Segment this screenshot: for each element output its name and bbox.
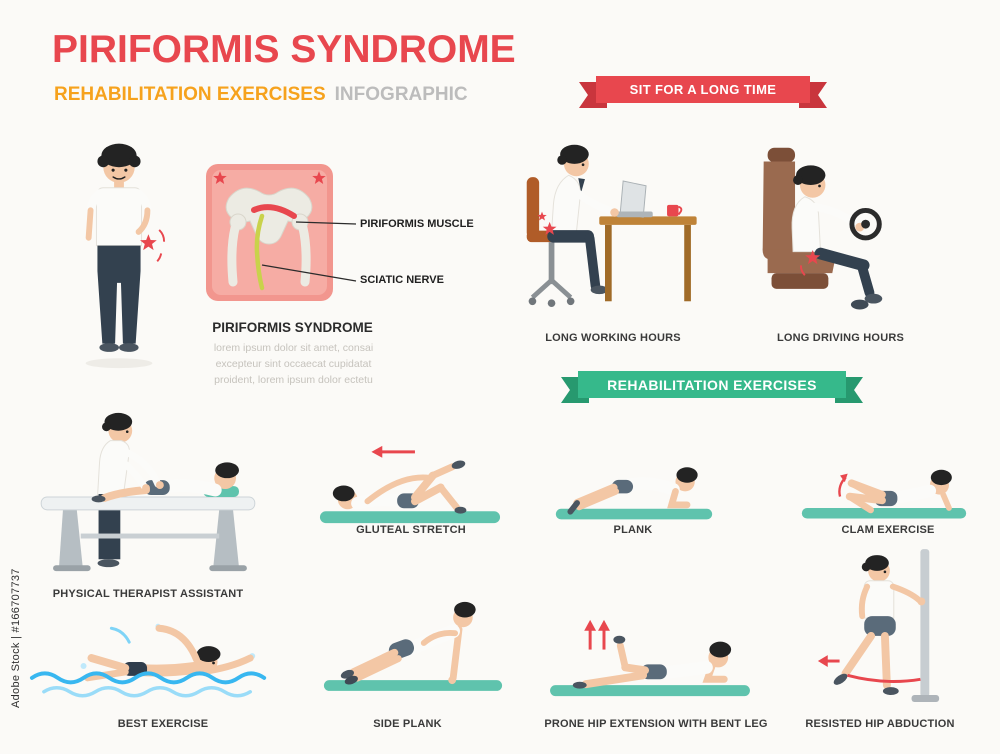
massage-table bbox=[40, 496, 256, 511]
long-working-hours-scene bbox=[505, 118, 705, 328]
resisted-hip-abduction-illustration bbox=[817, 549, 940, 702]
gluteal-stretch-scene bbox=[316, 436, 504, 530]
swimming-scene bbox=[26, 612, 284, 712]
page-subtitle-row: REHABILITATION EXERCISES INFOGRAPHIC bbox=[54, 84, 468, 106]
piriformis-muscle-shape bbox=[251, 204, 297, 219]
up-arrows-icon bbox=[584, 619, 610, 650]
page-title: PIRIFORMIS SYNDROME bbox=[52, 28, 516, 71]
clam-exercise-illustration bbox=[801, 469, 967, 519]
long-working-hours-illustration bbox=[526, 144, 697, 307]
sciatic-nerve-label: SCIATIC NERVE bbox=[360, 274, 444, 286]
caption-resisted-hip-abduction: RESISTED HIP ABDUCTION bbox=[805, 718, 955, 730]
rotation-arrow-icon bbox=[838, 473, 848, 497]
gluteal-stretch-illustration bbox=[319, 445, 501, 524]
anatomy-description: lorem ipsum dolor sit amet, consai excep… bbox=[213, 342, 374, 386]
banner-rehab-label: REHABILITATION EXERCISES bbox=[578, 371, 846, 398]
laptop-icon bbox=[616, 180, 653, 218]
plank-illustration bbox=[555, 467, 713, 520]
caption-prone-hip-extension: PRONE HIP EXTENSION WITH BENT LEG bbox=[544, 718, 768, 730]
hip-anatomy-illustration bbox=[206, 164, 333, 301]
caption-clam-exercise: CLAM EXERCISE bbox=[841, 524, 935, 536]
banner-sit-for-a-long-time: SIT FOR A LONG TIME bbox=[579, 76, 827, 108]
physical-therapist-illustration bbox=[40, 412, 256, 572]
caption-best-exercise: BEST EXERCISE bbox=[117, 718, 209, 730]
water-waves bbox=[29, 671, 267, 685]
side-plank-scene bbox=[320, 582, 506, 700]
exercise-mat bbox=[319, 511, 501, 524]
standing-man-scene bbox=[60, 128, 178, 373]
hip-anatomy-scene bbox=[202, 160, 337, 305]
banner-rehabilitation-exercises: REHABILITATION EXERCISES bbox=[561, 371, 863, 403]
tie bbox=[578, 178, 585, 193]
plank-scene bbox=[552, 452, 716, 526]
caption-gluteal-stretch: GLUTEAL STRETCH bbox=[356, 524, 466, 536]
anatomy-pointer-lines bbox=[261, 221, 357, 282]
banner-sit-label: SIT FOR A LONG TIME bbox=[596, 76, 810, 103]
left-arrow-icon bbox=[371, 445, 415, 458]
caption-long-driving-hours: LONG DRIVING HOURS bbox=[776, 332, 905, 344]
swim-trunks bbox=[123, 662, 148, 676]
anatomy-heading: PIRIFORMIS SYNDROME bbox=[212, 320, 373, 335]
clam-exercise-scene bbox=[798, 448, 970, 526]
steering-wheel-icon bbox=[849, 208, 882, 241]
prone-hip-extension-scene bbox=[546, 608, 754, 702]
caption-long-working-hours: LONG WORKING HOURS bbox=[545, 332, 681, 344]
pain-spark-icon bbox=[140, 229, 166, 262]
pain-spark-icon bbox=[537, 211, 557, 235]
caption-physical-therapist-assistant: PHYSICAL THERAPIST ASSISTANT bbox=[52, 588, 244, 600]
swimming-illustration bbox=[29, 623, 267, 698]
page-subtitle-suffix: INFOGRAPHIC bbox=[334, 84, 468, 105]
sciatic-nerve-shape bbox=[254, 213, 265, 291]
resistance-band bbox=[847, 673, 921, 683]
prone-hip-extension-illustration bbox=[550, 619, 750, 697]
long-driving-hours-scene bbox=[748, 138, 944, 328]
stock-watermark: Adobe Stock | #166707737 bbox=[10, 568, 22, 708]
resisted-hip-abduction-scene bbox=[810, 545, 948, 713]
exercise-mat bbox=[550, 685, 750, 697]
mug-icon bbox=[667, 204, 683, 217]
exercise-mat bbox=[555, 508, 713, 520]
pain-spark-icon bbox=[213, 171, 326, 184]
physical-therapist-scene bbox=[28, 405, 268, 583]
caption-plank: PLANK bbox=[613, 524, 653, 536]
exercise-mat bbox=[323, 680, 503, 691]
page-subtitle: REHABILITATION EXERCISES bbox=[54, 84, 326, 105]
left-arrow-icon bbox=[817, 655, 840, 667]
standing-man-illustration bbox=[85, 143, 166, 369]
side-plank-illustration bbox=[323, 601, 503, 691]
exercise-mat bbox=[801, 508, 967, 519]
long-driving-hours-illustration bbox=[762, 147, 883, 310]
support-pole bbox=[920, 549, 930, 698]
pain-spark-icon bbox=[799, 250, 821, 276]
caption-side-plank: SIDE PLANK bbox=[373, 718, 442, 730]
piriformis-muscle-label: PIRIFORMIS MUSCLE bbox=[360, 218, 474, 230]
